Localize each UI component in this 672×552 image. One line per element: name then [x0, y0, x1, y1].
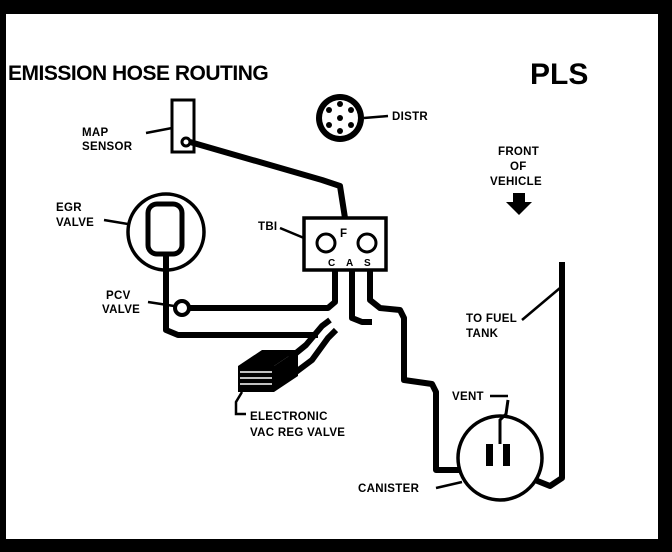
fuel-tank-label-1: TO FUEL	[466, 313, 517, 325]
vent-label: VENT	[452, 391, 484, 403]
pcv-valve-label-2: VALVE	[102, 304, 140, 316]
map-sensor-label-1: MAP	[82, 127, 108, 139]
evrv-label-2: VAC REG VALVE	[250, 427, 345, 439]
egr-valve-label-2: VALVE	[56, 217, 94, 229]
electronic-vac-reg-valve	[238, 350, 298, 392]
vent-line	[498, 399, 510, 444]
evrv-label-1: ELECTRONIC	[250, 411, 328, 423]
tbi-port-f: F	[340, 228, 347, 240]
hose-tbi-a	[349, 270, 372, 325]
tbi-port-a: A	[346, 258, 353, 269]
evrv-leader	[234, 391, 246, 416]
egr-valve-leader	[103, 218, 129, 226]
canister-label: CANISTER	[358, 483, 420, 495]
hose-egr-loop	[163, 254, 318, 338]
map-sensor-leader	[145, 126, 173, 135]
tbi-label: TBI	[258, 221, 277, 233]
fuel-tank-leader	[521, 287, 561, 321]
map-sensor-label-2: SENSOR	[82, 141, 133, 153]
egr-valve-label-1: EGR	[56, 202, 82, 214]
pcv-valve-label-1: PCV	[106, 290, 131, 302]
distributor	[316, 94, 364, 142]
fuel-tank-label-2: TANK	[466, 328, 499, 340]
hose-tbi-to-canister	[367, 270, 470, 473]
front-label-3: VEHICLE	[490, 176, 542, 188]
tbi-leader	[279, 226, 305, 240]
hose-evrv-b	[294, 327, 339, 375]
front-arrow-icon	[506, 193, 532, 215]
tbi-port-s: S	[364, 258, 371, 269]
front-label-2: OF	[510, 161, 527, 173]
hose-map-to-tbi	[189, 139, 348, 219]
distributor-leader	[363, 114, 389, 120]
pcv-valve-leader	[147, 300, 175, 308]
tbi	[302, 216, 388, 272]
distributor-label: DISTR	[392, 111, 428, 123]
hose-tbi-to-pcv	[188, 270, 338, 311]
diagram-code: PLS	[530, 58, 588, 91]
diagram-title: EMISSION HOSE ROUTING	[8, 62, 268, 85]
pcv-valve	[173, 299, 191, 317]
front-label-1: FRONT	[498, 146, 539, 158]
canister	[456, 414, 544, 502]
tbi-port-c: C	[328, 258, 335, 269]
canister-leader	[435, 480, 463, 490]
